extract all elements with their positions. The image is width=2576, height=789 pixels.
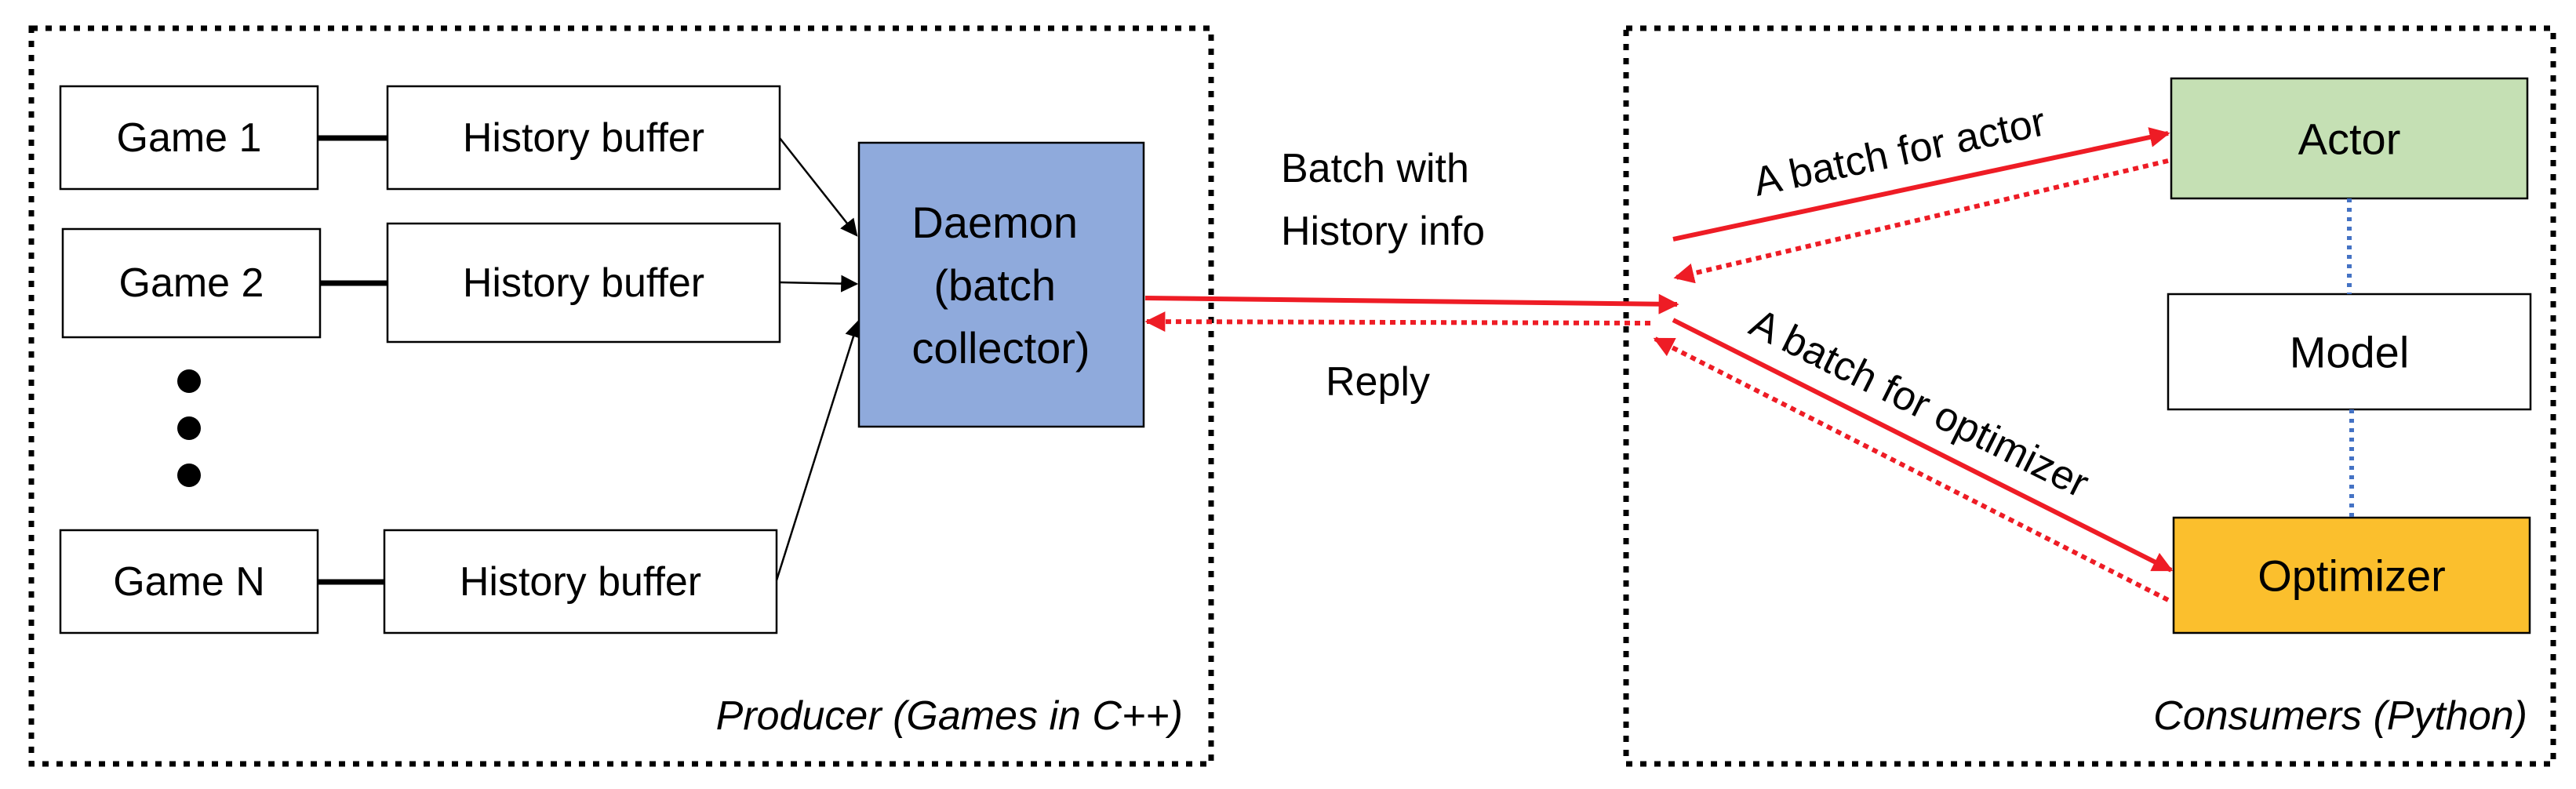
ellipsis-dot — [177, 464, 201, 487]
game-row: Game 2 History buffer — [61, 222, 781, 344]
game-row: Game N History buffer — [59, 529, 778, 634]
batch-arrow — [1144, 293, 1679, 315]
optimizer-label: Optimizer — [2258, 551, 2446, 601]
history-buffer-box — [383, 529, 778, 634]
ellipsis-dot — [177, 416, 201, 440]
history-buffer-box — [386, 222, 781, 344]
reply-arrow — [1144, 311, 1651, 333]
buffer-to-daemon-arrow — [779, 137, 858, 237]
game-row: Game 1 History buffer — [59, 85, 781, 191]
daemon-label: Daemon (batch collector) — [911, 198, 1090, 373]
producer-label: Producer (Games in C++) — [716, 693, 1183, 739]
daemon-label-line: (batch — [933, 260, 1056, 310]
game-label: Game N — [113, 559, 265, 605]
game-box — [59, 529, 319, 634]
producer-container — [28, 25, 1214, 767]
daemon-label-line: collector) — [911, 323, 1090, 373]
batch-label: Batch with History info — [1281, 146, 1485, 254]
batch-label-line: History info — [1281, 209, 1485, 254]
game-box — [59, 85, 319, 191]
buffer-to-daemon-arrow — [779, 275, 859, 293]
model-label: Model — [2290, 328, 2410, 377]
actor-box — [2170, 77, 2529, 200]
history-buffer-label: History buffer — [463, 260, 704, 306]
daemon-label-line: Daemon — [911, 198, 1078, 247]
history-buffer-box — [386, 85, 781, 191]
buffer-to-daemon-arrow — [775, 319, 862, 581]
history-buffer-label: History buffer — [460, 559, 701, 605]
daemon-box — [857, 141, 1145, 428]
actor-batch-arrow — [1672, 127, 2170, 242]
game-label: Game 2 — [119, 260, 264, 306]
actor-reply-arrow — [1673, 158, 2169, 284]
batch-label-line: Batch with — [1281, 146, 1469, 191]
model-box — [2167, 293, 2532, 411]
optimizer-reply-arrow — [1653, 336, 2170, 602]
optimizer-batch-arrow — [1672, 318, 2174, 573]
reply-label: Reply — [1326, 359, 1430, 405]
history-buffer-label: History buffer — [463, 115, 704, 161]
game-label: Game 1 — [117, 115, 262, 161]
actor-label: Actor — [2298, 115, 2401, 164]
consumers-label: Consumers (Python) — [2153, 693, 2527, 739]
optimizer-box — [2172, 516, 2531, 634]
ellipsis-dot — [177, 369, 201, 393]
